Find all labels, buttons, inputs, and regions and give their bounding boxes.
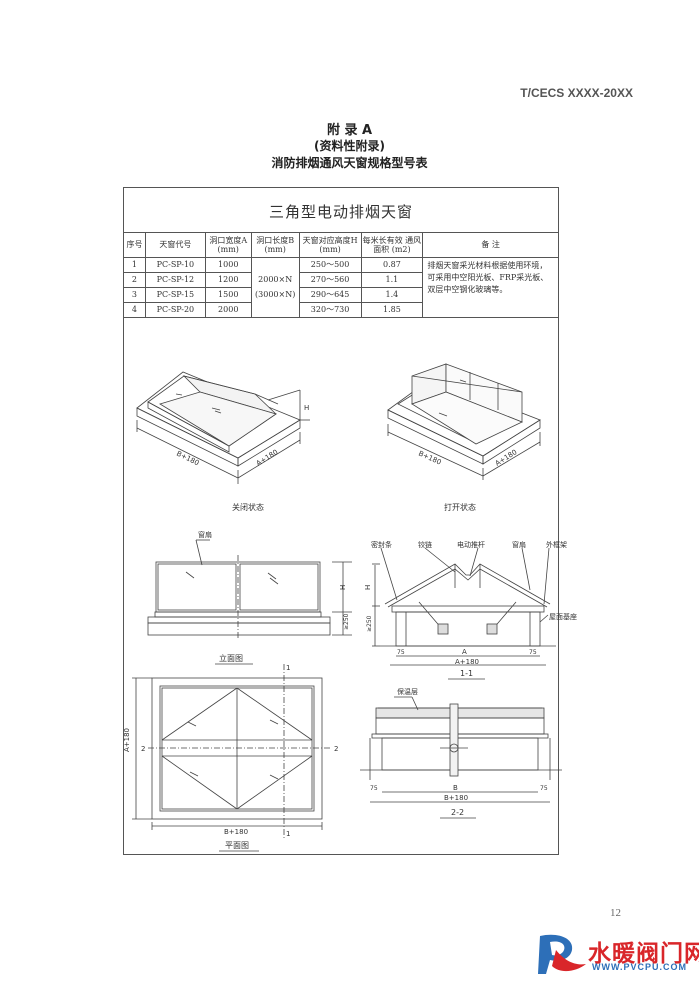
label-roof-base: 屋面基座 [549, 612, 577, 621]
appendix-note: (资料性附录) [314, 139, 385, 153]
plan-view [132, 664, 330, 840]
table-title: 消防排烟通风天窗规格型号表 [271, 156, 428, 170]
dim-b180-plan: B+180 [224, 828, 248, 836]
col-header: 天窗对应高度H (mm) [298, 232, 362, 258]
label-sash-elev: 窗扇 [198, 530, 212, 539]
caption-open: 打开状态 [444, 502, 476, 512]
section-22-view [360, 696, 562, 803]
logo-url: WWW.PVCPU.COM [592, 962, 687, 972]
dim-250-elev: ≥250 [343, 613, 350, 630]
table-row: 4 PC-SP-20 2000 320～730 1.85 [123, 302, 559, 318]
cut-2-right: 2 [334, 745, 338, 753]
col-header: 序号 [123, 232, 146, 258]
sheet-title: 三角型电动排烟天窗 [268, 203, 413, 221]
dim-b180-iso2: B+180 [417, 450, 442, 467]
label-hinge: 铰链 [418, 540, 432, 549]
cell-remark: 排烟天窗采光材料根据使用环境，可采用中空阳光板、FRP采光板、双层中空钢化玻璃等… [422, 257, 559, 318]
dim-a-section: A [462, 648, 467, 656]
table-row: 1 PC-SP-10 1000 2000×N (3000×N) 250～500 … [123, 257, 559, 318]
dim-a180-plan: A+180 [123, 728, 131, 752]
dim-a180-iso2: A+180 [494, 448, 519, 468]
dim-a180-section: A+180 [455, 658, 479, 666]
section-11-view [372, 547, 556, 666]
spec-table: 序号 天窗代号 洞口宽度A (mm) 洞口长度B (mm) 天窗对应高度H (m… [123, 232, 559, 318]
caption-closed: 关闭状态 [232, 502, 264, 512]
drawing-frame [123, 187, 559, 855]
dim-b180-iso1: B+180 [175, 450, 200, 468]
logo-mark-icon [538, 934, 586, 974]
cut-2-left: 2 [141, 745, 145, 753]
label-actuator: 电动推杆 [457, 540, 485, 549]
dim-b-section: B [453, 784, 458, 792]
appendix-title: 附 录 A [326, 123, 373, 138]
caption-section-11: 1-1 [460, 669, 473, 678]
label-sash-section: 窗扇 [512, 540, 526, 549]
label-seal: 密封条 [371, 540, 392, 549]
dim-a180-iso1: A+180 [255, 448, 280, 468]
caption-plan: 平面图 [225, 841, 249, 850]
cut-1-bottom: 1 [286, 830, 290, 838]
dim-h-elev: H [339, 585, 347, 590]
table-row: 3 PC-SP-15 1500 290～645 1.4 [123, 287, 559, 303]
col-header: 洞口长度B (mm) [250, 232, 300, 258]
dim-75-22-left: 75 [370, 785, 378, 792]
label-outer-frame: 外框架 [546, 540, 567, 549]
cell-no: 4 [123, 302, 146, 318]
dim-75-right: 75 [529, 649, 537, 656]
standard-code: T/CECS XXXX-20XX [520, 86, 633, 100]
page-number: 12 [610, 907, 621, 919]
length-value: 2000×N [258, 275, 293, 285]
col-header: 备 注 [422, 232, 559, 258]
cell-width: 2000 [204, 302, 252, 318]
site-logo: 水暖阀门网 WWW.PVCPU.COM [530, 930, 699, 980]
cell-area: 1.85 [360, 302, 424, 318]
iso-open-view [387, 363, 541, 480]
cut-1-top: 1 [286, 664, 290, 672]
iso-closed-view [136, 371, 310, 484]
dim-250-section: ≥250 [366, 615, 373, 632]
elevation-view [147, 539, 352, 640]
dim-b180-section: B+180 [444, 794, 468, 802]
caption-section-22: 2-2 [451, 808, 464, 817]
cell-height: 320～730 [298, 302, 362, 318]
dim-h-iso1: H [304, 404, 309, 412]
logo-text: 水暖阀门网 [588, 941, 699, 967]
length-value: (3000×N) [255, 289, 296, 299]
cell-area: 0.87 [360, 257, 424, 273]
caption-elevation: 立面图 [219, 653, 243, 663]
label-insulation: 保温层 [397, 687, 418, 696]
dim-75-22-right: 75 [540, 785, 548, 792]
dim-75-left: 75 [397, 649, 405, 656]
cell-length: 2000×N (3000×N) [250, 257, 300, 318]
dim-h-section: H [364, 585, 372, 590]
